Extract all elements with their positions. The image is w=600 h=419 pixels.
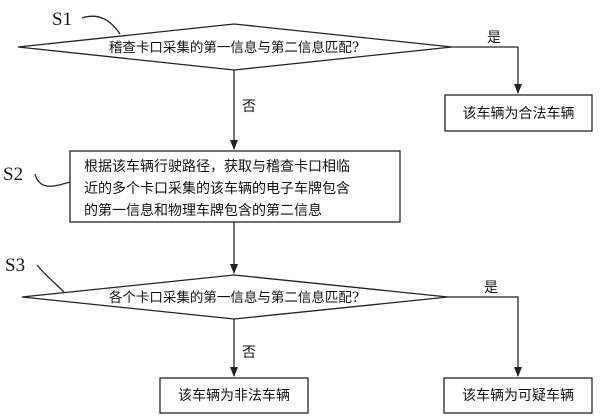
- step-label-s1: S1: [52, 9, 72, 30]
- process-s2-line-1: 根据该车辆行驶路径，获取与稽查卡口相临: [84, 158, 350, 175]
- decision-1-yes-label: 是: [487, 30, 501, 46]
- result-suspicious-text: 该车辆为可疑车辆: [462, 387, 574, 404]
- step-label-s2: S2: [3, 164, 23, 185]
- decision-1-no-label: 否: [242, 99, 256, 115]
- result-suspicious-box: [443, 377, 593, 414]
- result-legal-text: 该车辆为合法车辆: [463, 105, 575, 122]
- decision-1-yes-arrow: [452, 46, 522, 94]
- process-s2-box: [69, 150, 401, 223]
- result-illegal-text: 该车辆为非法车辆: [178, 387, 290, 404]
- result-legal-box: [444, 94, 593, 132]
- result-illegal-box: [159, 377, 309, 414]
- decision-2-yes-label: 是: [484, 280, 498, 296]
- process-s2-line-2: 近的多个卡口采集的该车辆的电子车牌包含: [84, 180, 350, 197]
- decision-2-text: 各个卡口采集的第一信息与第二信息匹配?: [109, 289, 359, 306]
- step-label-s3: S3: [5, 255, 25, 276]
- s3-leader-line: [36, 264, 65, 293]
- process-s2-line-3: 的第一信息和物理车牌包含的第二信息: [84, 202, 322, 219]
- s1-leader-line: [81, 15, 121, 35]
- decision-2-yes-arrow: [448, 296, 522, 377]
- decision-2-no-label: 否: [242, 345, 256, 361]
- s2-leader-line: [34, 173, 71, 187]
- decision-1-text: 稽查卡口采集的第一信息与第二信息匹配?: [109, 39, 359, 56]
